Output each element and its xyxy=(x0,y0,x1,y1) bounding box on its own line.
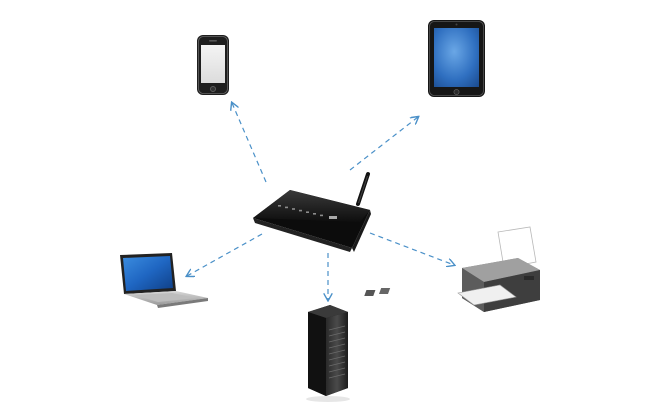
connector-to-tablet xyxy=(349,117,418,171)
laptop-icon xyxy=(120,253,208,308)
server-drive-bays xyxy=(328,325,346,379)
connectors xyxy=(187,103,454,300)
connector-to-smartphone xyxy=(232,103,267,183)
smartphone-icon xyxy=(197,35,229,95)
router-icon xyxy=(253,172,371,252)
printer-icon xyxy=(364,226,540,312)
connector-to-laptop xyxy=(187,233,263,276)
printer-output-photos xyxy=(364,288,391,296)
router-led-row xyxy=(278,205,337,219)
tablet-icon xyxy=(428,20,485,97)
connector-to-printer xyxy=(369,232,454,265)
server-icon xyxy=(306,305,350,402)
